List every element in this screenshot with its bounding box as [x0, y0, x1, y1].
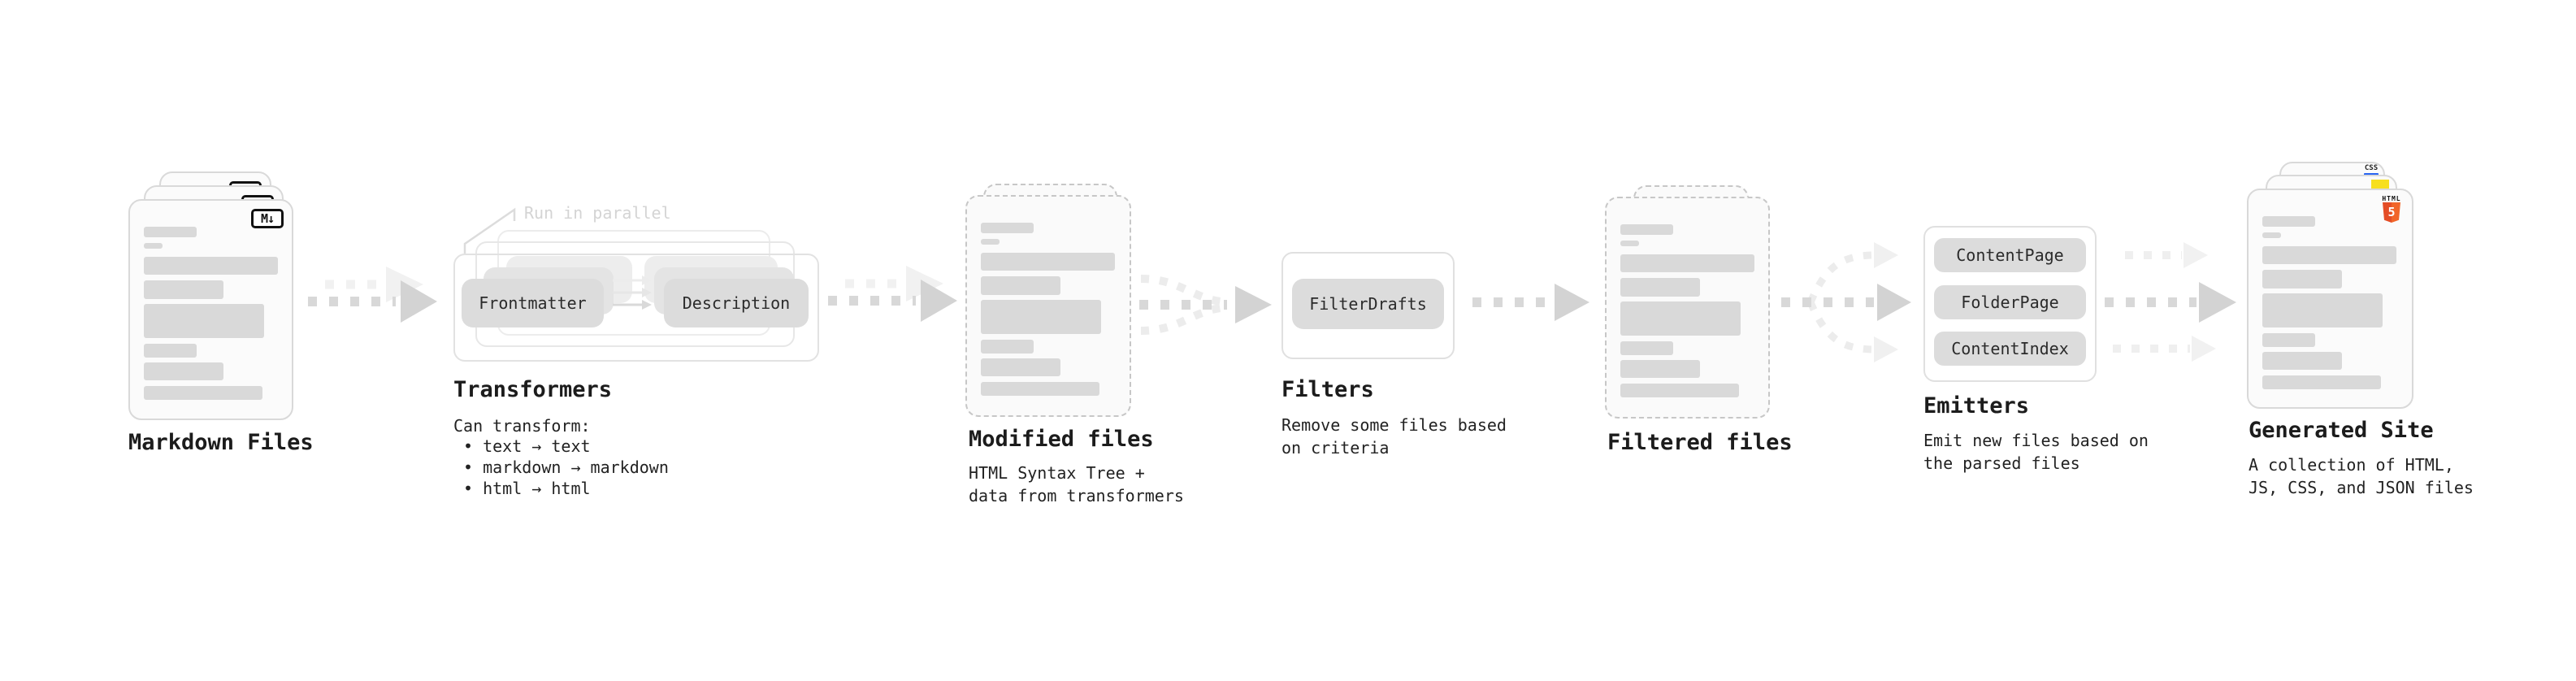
content-line-placeholder — [981, 239, 1000, 245]
content-line-placeholder — [144, 280, 223, 299]
content-line-placeholder — [2262, 246, 2396, 264]
markdown-icon: M↓ — [251, 209, 284, 228]
content-line-placeholder — [2262, 293, 2383, 327]
content-line-placeholder — [144, 227, 197, 237]
css-icon-text: CSS — [2364, 164, 2379, 172]
arrow-filters-to-filtered — [1472, 284, 1589, 321]
content-line-placeholder — [1620, 301, 1741, 336]
content-line-placeholder — [1620, 341, 1673, 355]
filters-desc: Remove some files based on criteria — [1281, 415, 1507, 458]
content-line-placeholder — [981, 276, 1060, 295]
content-line-placeholder — [2262, 352, 2342, 370]
arrow-markdown-to-transformers — [308, 267, 437, 323]
filters-label: Filters — [1281, 377, 1374, 402]
generated-site-desc: A collection of HTML, JS, CSS, and JSON … — [2249, 455, 2474, 497]
content-line-placeholder — [981, 340, 1034, 354]
modified-file-card-front — [965, 195, 1131, 417]
transformers-desc-title: Can transform: — [453, 416, 591, 436]
emitter-folderpage-box: FolderPage — [1934, 285, 2086, 319]
arrow-emitters-to-generated — [2105, 242, 2236, 362]
content-line-placeholder — [981, 223, 1034, 233]
content-line-placeholder — [2262, 333, 2315, 347]
content-line-placeholder — [144, 386, 262, 400]
bullet-item: • html → html — [463, 479, 591, 498]
generated-file-card-front: HTML 5 — [2247, 189, 2413, 409]
content-line-placeholder — [2262, 232, 2281, 238]
modified-files-label: Modified files — [969, 427, 1154, 452]
html5-icon-shield: 5 — [2383, 202, 2400, 223]
arrow-filtered-to-emitters — [1781, 242, 1911, 362]
content-line-placeholder — [144, 362, 223, 380]
modified-files-desc: HTML Syntax Tree + data from transformer… — [969, 463, 1184, 505]
emitter-contentindex-box: ContentIndex — [1934, 332, 2086, 366]
transformer-frontmatter-box: Frontmatter — [462, 279, 604, 327]
emitters-label: Emitters — [1923, 393, 2030, 419]
markdown-file-card-front: M↓ — [128, 199, 293, 420]
arrow-modified-to-filters — [1139, 275, 1272, 335]
bullet-item: • markdown → markdown — [463, 458, 669, 477]
annotation-leader-line — [463, 207, 516, 254]
css-icon: CSS — [2364, 165, 2379, 176]
content-line-placeholder — [981, 358, 1060, 376]
content-line-placeholder — [981, 253, 1115, 271]
content-line-placeholder — [144, 243, 163, 249]
content-line-placeholder — [981, 300, 1101, 334]
html5-icon: HTML 5 — [2382, 195, 2401, 223]
content-line-placeholder — [144, 257, 278, 275]
content-line-placeholder — [144, 304, 264, 338]
content-line-placeholder — [1620, 360, 1700, 378]
js-icon — [2371, 180, 2389, 189]
filter-drafts-box: FilterDrafts — [1292, 279, 1444, 329]
filtered-file-card-front — [1605, 197, 1770, 419]
transformers-label: Transformers — [453, 377, 613, 402]
content-line-placeholder — [2262, 216, 2315, 227]
transformer-description-box: Description — [664, 279, 809, 327]
arrow-transformers-to-modified — [828, 266, 957, 322]
content-line-placeholder — [1620, 241, 1639, 246]
generated-site-label: Generated Site — [2249, 418, 2434, 443]
filtered-files-label: Filtered files — [1607, 430, 1793, 455]
content-line-placeholder — [1620, 224, 1673, 235]
content-line-placeholder — [1620, 384, 1739, 397]
content-line-placeholder — [1620, 254, 1754, 272]
html5-icon-number: 5 — [2387, 205, 2396, 219]
parallel-transform-arrows — [613, 275, 652, 310]
markdown-files-label: Markdown Files — [128, 430, 314, 455]
transformer-container-front — [453, 254, 819, 362]
content-line-placeholder — [144, 344, 197, 358]
content-line-placeholder — [981, 382, 1099, 396]
html5-icon-word: HTML — [2382, 195, 2401, 202]
run-in-parallel-note: Run in parallel — [524, 203, 671, 223]
transformers-bullet-list: • text → text • markdown → markdown • ht… — [463, 436, 669, 499]
content-line-placeholder — [1620, 278, 1700, 297]
emitter-contentpage-box: ContentPage — [1934, 238, 2086, 272]
content-line-placeholder — [2262, 375, 2381, 389]
content-line-placeholder — [2262, 270, 2342, 288]
emitters-desc: Emit new files based on the parsed files — [1923, 431, 2149, 473]
bullet-item: • text → text — [463, 436, 591, 456]
